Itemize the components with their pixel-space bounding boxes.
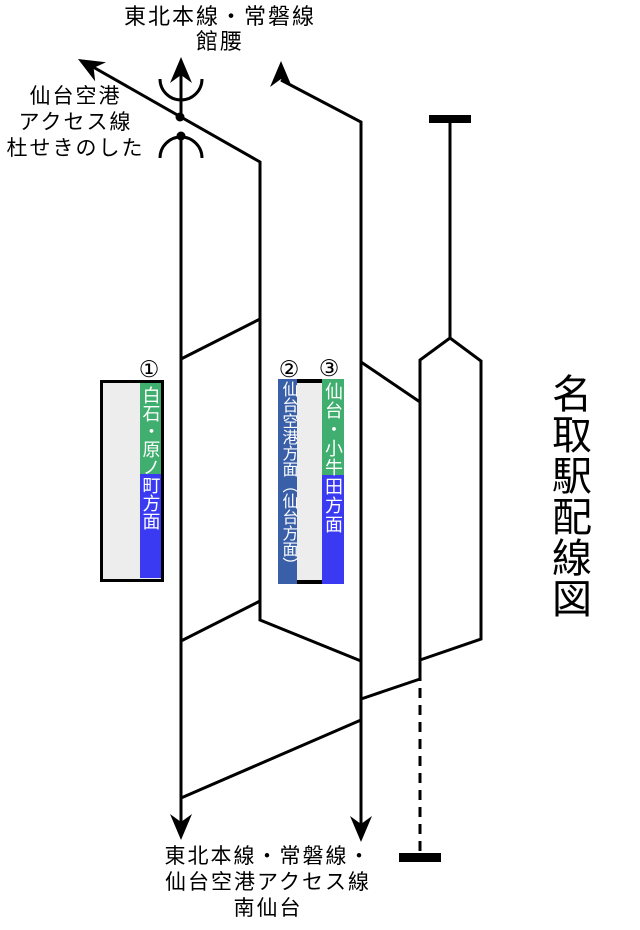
arrow-up-track3 [270,61,292,87]
track3-main-line [280,78,363,828]
flyover-dot-lower [176,131,186,141]
label-south-lines1: 東北本線・常磐線・ [164,845,372,868]
platform-3-destination: 仙台・小牛田方面 [323,382,343,534]
platform-1-sign: 白石・原ノ町方面 [140,383,161,578]
label-north-destination: 東北本線・常磐線 館腰 [95,4,345,54]
airport-access-line [85,61,362,663]
label-airport-line-name1: 仙台空港 [29,85,122,108]
label-airport-station: 杜せきのした [6,137,145,160]
arrow-up-track1 [170,57,192,83]
buffer-stop-bottom [399,853,441,862]
siding-left-leg [418,336,451,681]
label-south-destination: 東北本線・常磐線・ 仙台空港アクセス線 南仙台 [146,844,390,922]
crossover-track3-track1 [180,718,362,800]
arrow-down-track3 [350,816,372,842]
diagram-title: 名取駅配線図 [546,373,590,619]
platform-2-destination: 仙台空港方面（仙台方面） [279,381,297,573]
platform-1-number: ① [138,356,160,382]
platform-3-sign: 仙台・小牛田方面 [322,379,344,584]
platform-3-number: ③ [318,355,340,381]
label-south-lines2: 仙台空港アクセス線 [165,871,371,894]
label-airport-line-destination: 仙台空港 アクセス線 杜せきのした [0,84,151,162]
sign-green-layer [140,383,161,474]
flyover-arc-upper [158,78,204,102]
platform-2-sign: 仙台空港方面（仙台方面） [278,379,297,584]
arrow-up-left-airport-line [78,59,107,82]
crossover-track2-track1-upper [180,317,261,361]
sign-access-blue-layer [278,379,297,584]
platform-2-number: ② [278,356,300,382]
sign-blue-layer [322,475,344,584]
crossover-track2-track1-lower [180,599,261,643]
crossover-track3-siding [360,360,421,404]
sign-green-layer [322,379,344,475]
label-south-station: 南仙台 [233,897,303,920]
sign-blue-layer [140,474,161,578]
buffer-stop-top [429,115,471,123]
siding-right-leg [419,336,483,662]
label-airport-line-name2: アクセス線 [18,111,133,134]
platform-1-destination: 白石・原ノ町方面 [140,386,161,530]
flyover-dot-upper [175,112,185,122]
track-symbols [78,57,471,862]
label-north-station: 館腰 [195,29,244,54]
label-north-lines: 東北本線・常磐線 [123,4,316,29]
arrow-down-track1 [170,814,192,840]
crossover-siding-track3 [360,677,421,701]
